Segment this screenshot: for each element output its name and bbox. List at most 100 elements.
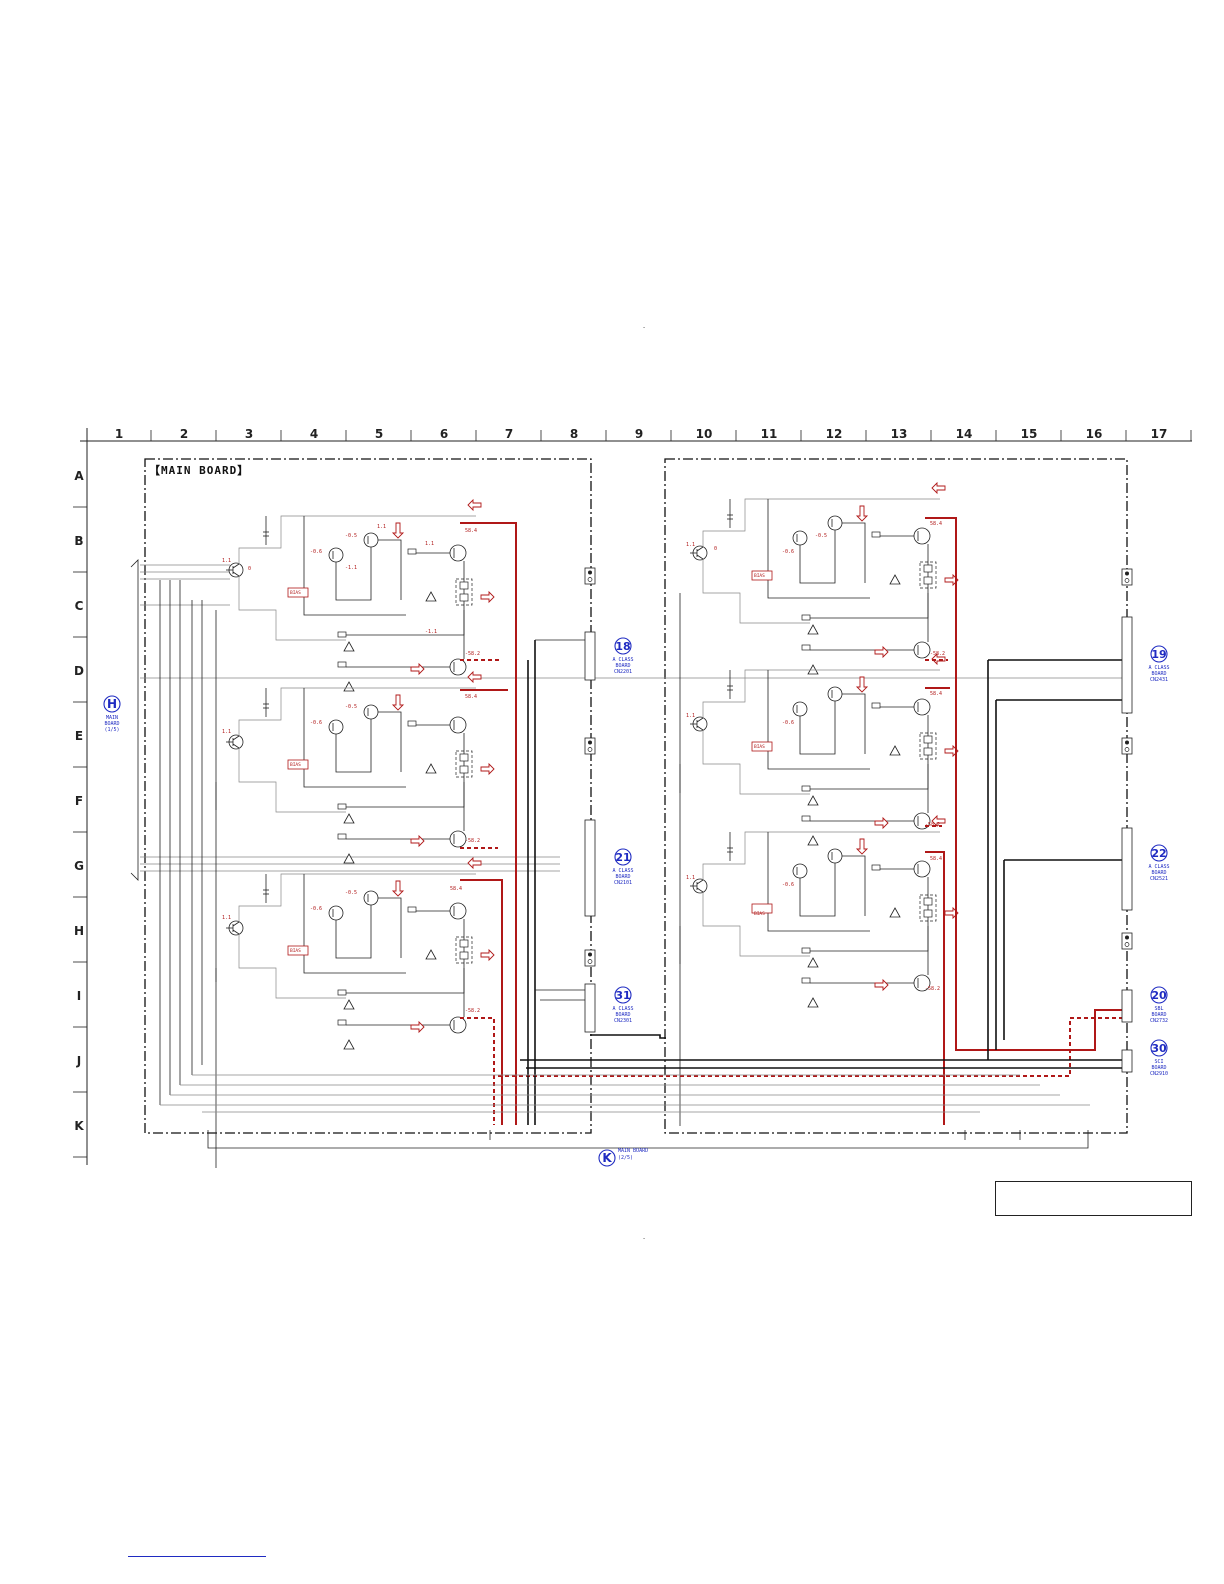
connector-ref-id: K <box>602 1151 612 1165</box>
svg-text:1.1: 1.1 <box>425 541 434 547</box>
jack-right-3 <box>1121 932 1133 950</box>
connector-ref-label: MAIN BOARD <box>618 1148 648 1154</box>
connector-ref-label: BOARD <box>615 1012 630 1018</box>
connector-ref-label: A CLASS <box>612 868 633 874</box>
svg-text:58.4: 58.4 <box>450 886 462 892</box>
column-label-13: 13 <box>891 427 908 441</box>
amp-channel-3 <box>215 857 495 1169</box>
amp-channel-1 <box>215 499 495 811</box>
column-label-15: 15 <box>1021 427 1038 441</box>
connector-ref-K: K MAIN BOARD(2/5) <box>598 1148 648 1167</box>
row-label-B: B <box>74 534 83 548</box>
connector-ref-label: BOARD <box>615 874 630 880</box>
svg-text:-0.6: -0.6 <box>782 720 794 726</box>
connector-ref-circle <box>614 848 632 866</box>
row-label-G: G <box>74 859 84 873</box>
row-label-D: D <box>74 664 84 678</box>
connector-ref-label: BOARD <box>1151 870 1166 876</box>
svg-text:58.4: 58.4 <box>930 856 942 862</box>
column-label-12: 12 <box>826 427 843 441</box>
connector-ref-sub: CN2431 <box>1150 677 1168 683</box>
row-label-E: E <box>75 729 83 743</box>
connector-ref-sub: CN2521 <box>1150 876 1168 882</box>
column-label-16: 16 <box>1086 427 1103 441</box>
column-label-14: 14 <box>956 427 973 441</box>
connector-ref-sub: CN2910 <box>1150 1071 1168 1077</box>
svg-text:BIAS: BIAS <box>754 744 765 750</box>
svg-text:-0.6: -0.6 <box>782 549 794 555</box>
connector-ref-label: SCI <box>1154 1059 1163 1065</box>
column-label-17: 17 <box>1151 427 1168 441</box>
column-label-11: 11 <box>761 427 778 441</box>
connector-ref-circle <box>1150 1039 1168 1057</box>
connector-ref-circle <box>598 1149 616 1167</box>
connector-ref-id: H <box>107 697 117 711</box>
main-board-frame-right <box>664 458 1128 1134</box>
connector-ref-id: 18 <box>615 640 630 653</box>
row-label-A: A <box>74 469 84 483</box>
svg-text:1.1: 1.1 <box>686 713 695 719</box>
svg-text:0: 0 <box>248 566 251 572</box>
connector-ref-label: BOARD <box>1151 1065 1166 1071</box>
connector-ref-id: 20 <box>1151 989 1167 1002</box>
connector-ref-label: BOARD <box>1151 671 1166 677</box>
connector-ref-label: BOARD <box>615 663 630 669</box>
connector-ref-label: BOARD <box>1151 1012 1166 1018</box>
ground-bus <box>520 639 1125 1125</box>
bottom-bus <box>160 1074 1090 1149</box>
grid-frame <box>80 428 1192 1165</box>
svg-text:-0.5: -0.5 <box>345 533 357 539</box>
connector-ref-label: A CLASS <box>612 1006 633 1012</box>
svg-text:58.4: 58.4 <box>465 528 477 534</box>
svg-text:-58.2: -58.2 <box>930 651 945 657</box>
column-label-5: 5 <box>375 427 383 441</box>
row-label-J: J <box>76 1054 81 1068</box>
svg-text:-1.1: -1.1 <box>345 565 357 571</box>
jack-left-1 <box>584 567 596 585</box>
svg-text:1.1: 1.1 <box>222 915 231 921</box>
connector-ref-circle <box>614 986 632 1004</box>
main-board-frame-left <box>144 458 592 1134</box>
svg-text:-58.2: -58.2 <box>465 1008 480 1014</box>
connector-ref-id: 31 <box>615 989 630 1002</box>
jack-left-3 <box>584 949 596 967</box>
power-rails <box>460 517 1125 1125</box>
connector-ref-circle <box>1150 986 1168 1004</box>
svg-text:-0.6: -0.6 <box>782 882 794 888</box>
page-mark-bottom: - <box>643 1235 645 1242</box>
footer-link-underline[interactable] <box>128 1556 266 1557</box>
svg-text:-0.5: -0.5 <box>815 533 827 539</box>
amp-channel-5 <box>679 653 959 965</box>
amp-channel-4 <box>679 482 959 794</box>
row-label-F: F <box>75 794 83 808</box>
connector-ref-sub: CN2201 <box>614 669 632 675</box>
svg-text:BIAS: BIAS <box>754 573 765 579</box>
connector-ref-id: 19 <box>1151 648 1166 661</box>
connector-ref-sub: (1/5) <box>104 727 119 733</box>
svg-text:-1.1: -1.1 <box>425 629 437 635</box>
column-label-1: 1 <box>115 427 123 441</box>
bias-labels: BIAS BIAS BIAS BIAS BIAS BIAS <box>290 573 765 954</box>
board-title: 【MAIN BOARD】 <box>149 464 249 477</box>
connector-ref-id: 21 <box>615 851 630 864</box>
connector-ref-circle <box>1150 844 1168 862</box>
row-label-H: H <box>74 924 84 938</box>
svg-text:58.4: 58.4 <box>930 521 942 527</box>
connector-ref-sub: (2/5) <box>618 1155 633 1161</box>
connector-ref-circle <box>614 637 632 655</box>
connector-blocks <box>584 616 1133 1073</box>
voltage-labels: 1.1 0 -0.6 -0.5 -1.1 1.1 58.4 -58.2 1.1 … <box>222 521 945 1014</box>
column-label-3: 3 <box>245 427 253 441</box>
legend-box <box>995 1181 1192 1216</box>
connector-ref-sub: CN2732 <box>1150 1018 1168 1024</box>
svg-text:BIAS: BIAS <box>290 762 301 768</box>
connector-ref-sub: CN2301 <box>614 1018 632 1024</box>
